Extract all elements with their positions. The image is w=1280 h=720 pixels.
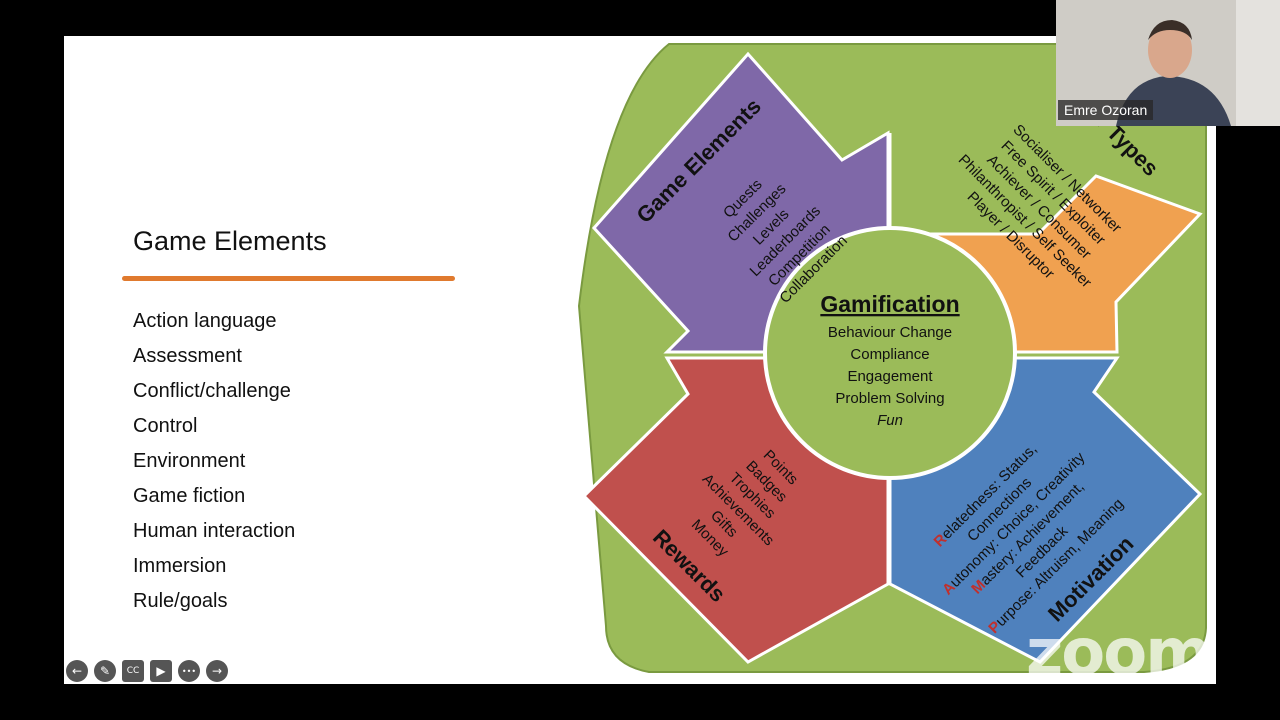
back-icon[interactable]: ← xyxy=(66,660,88,682)
list-item: Human interaction xyxy=(133,520,296,542)
more-icon[interactable]: ••• xyxy=(178,660,200,682)
participant-name: Emre Ozoran xyxy=(1058,100,1154,120)
list-item: Action language xyxy=(133,310,277,332)
center-line: Engagement xyxy=(847,368,933,385)
center-fun: Fun xyxy=(877,412,903,429)
zoom-watermark: zoom xyxy=(1026,616,1212,684)
list-item: Control xyxy=(133,415,198,437)
center-title: Gamification xyxy=(820,291,959,317)
center-line: Problem Solving xyxy=(835,390,944,407)
center-circle xyxy=(763,226,1017,480)
camera-icon[interactable]: ▶ xyxy=(150,660,172,682)
list-item: Assessment xyxy=(133,345,242,367)
presentation-slide: Game Elements Action language Assessment… xyxy=(64,36,1216,684)
captions-icon[interactable]: CC xyxy=(122,660,144,682)
pen-icon[interactable]: ✎ xyxy=(94,660,116,682)
title-underline xyxy=(122,276,455,281)
slide-toolbar: ← ✎ CC ▶ ••• → xyxy=(66,660,228,682)
list-item: Conflict/challenge xyxy=(133,380,291,402)
list-item: Game fiction xyxy=(133,485,246,507)
center-line: Compliance xyxy=(850,346,929,363)
center-line: Behaviour Change xyxy=(828,324,952,341)
webcam-tile[interactable]: Emre Ozoran xyxy=(1056,0,1280,126)
list-item: Rule/goals xyxy=(133,590,228,612)
game-element-list: Action language Assessment Conflict/chal… xyxy=(133,304,295,619)
slide-title: Game Elements xyxy=(133,226,327,256)
gamification-diagram: Gamification Behaviour Change Compliance… xyxy=(577,43,1207,673)
forward-icon[interactable]: → xyxy=(206,660,228,682)
list-item: Environment xyxy=(133,450,246,472)
list-item: Immersion xyxy=(133,555,227,577)
